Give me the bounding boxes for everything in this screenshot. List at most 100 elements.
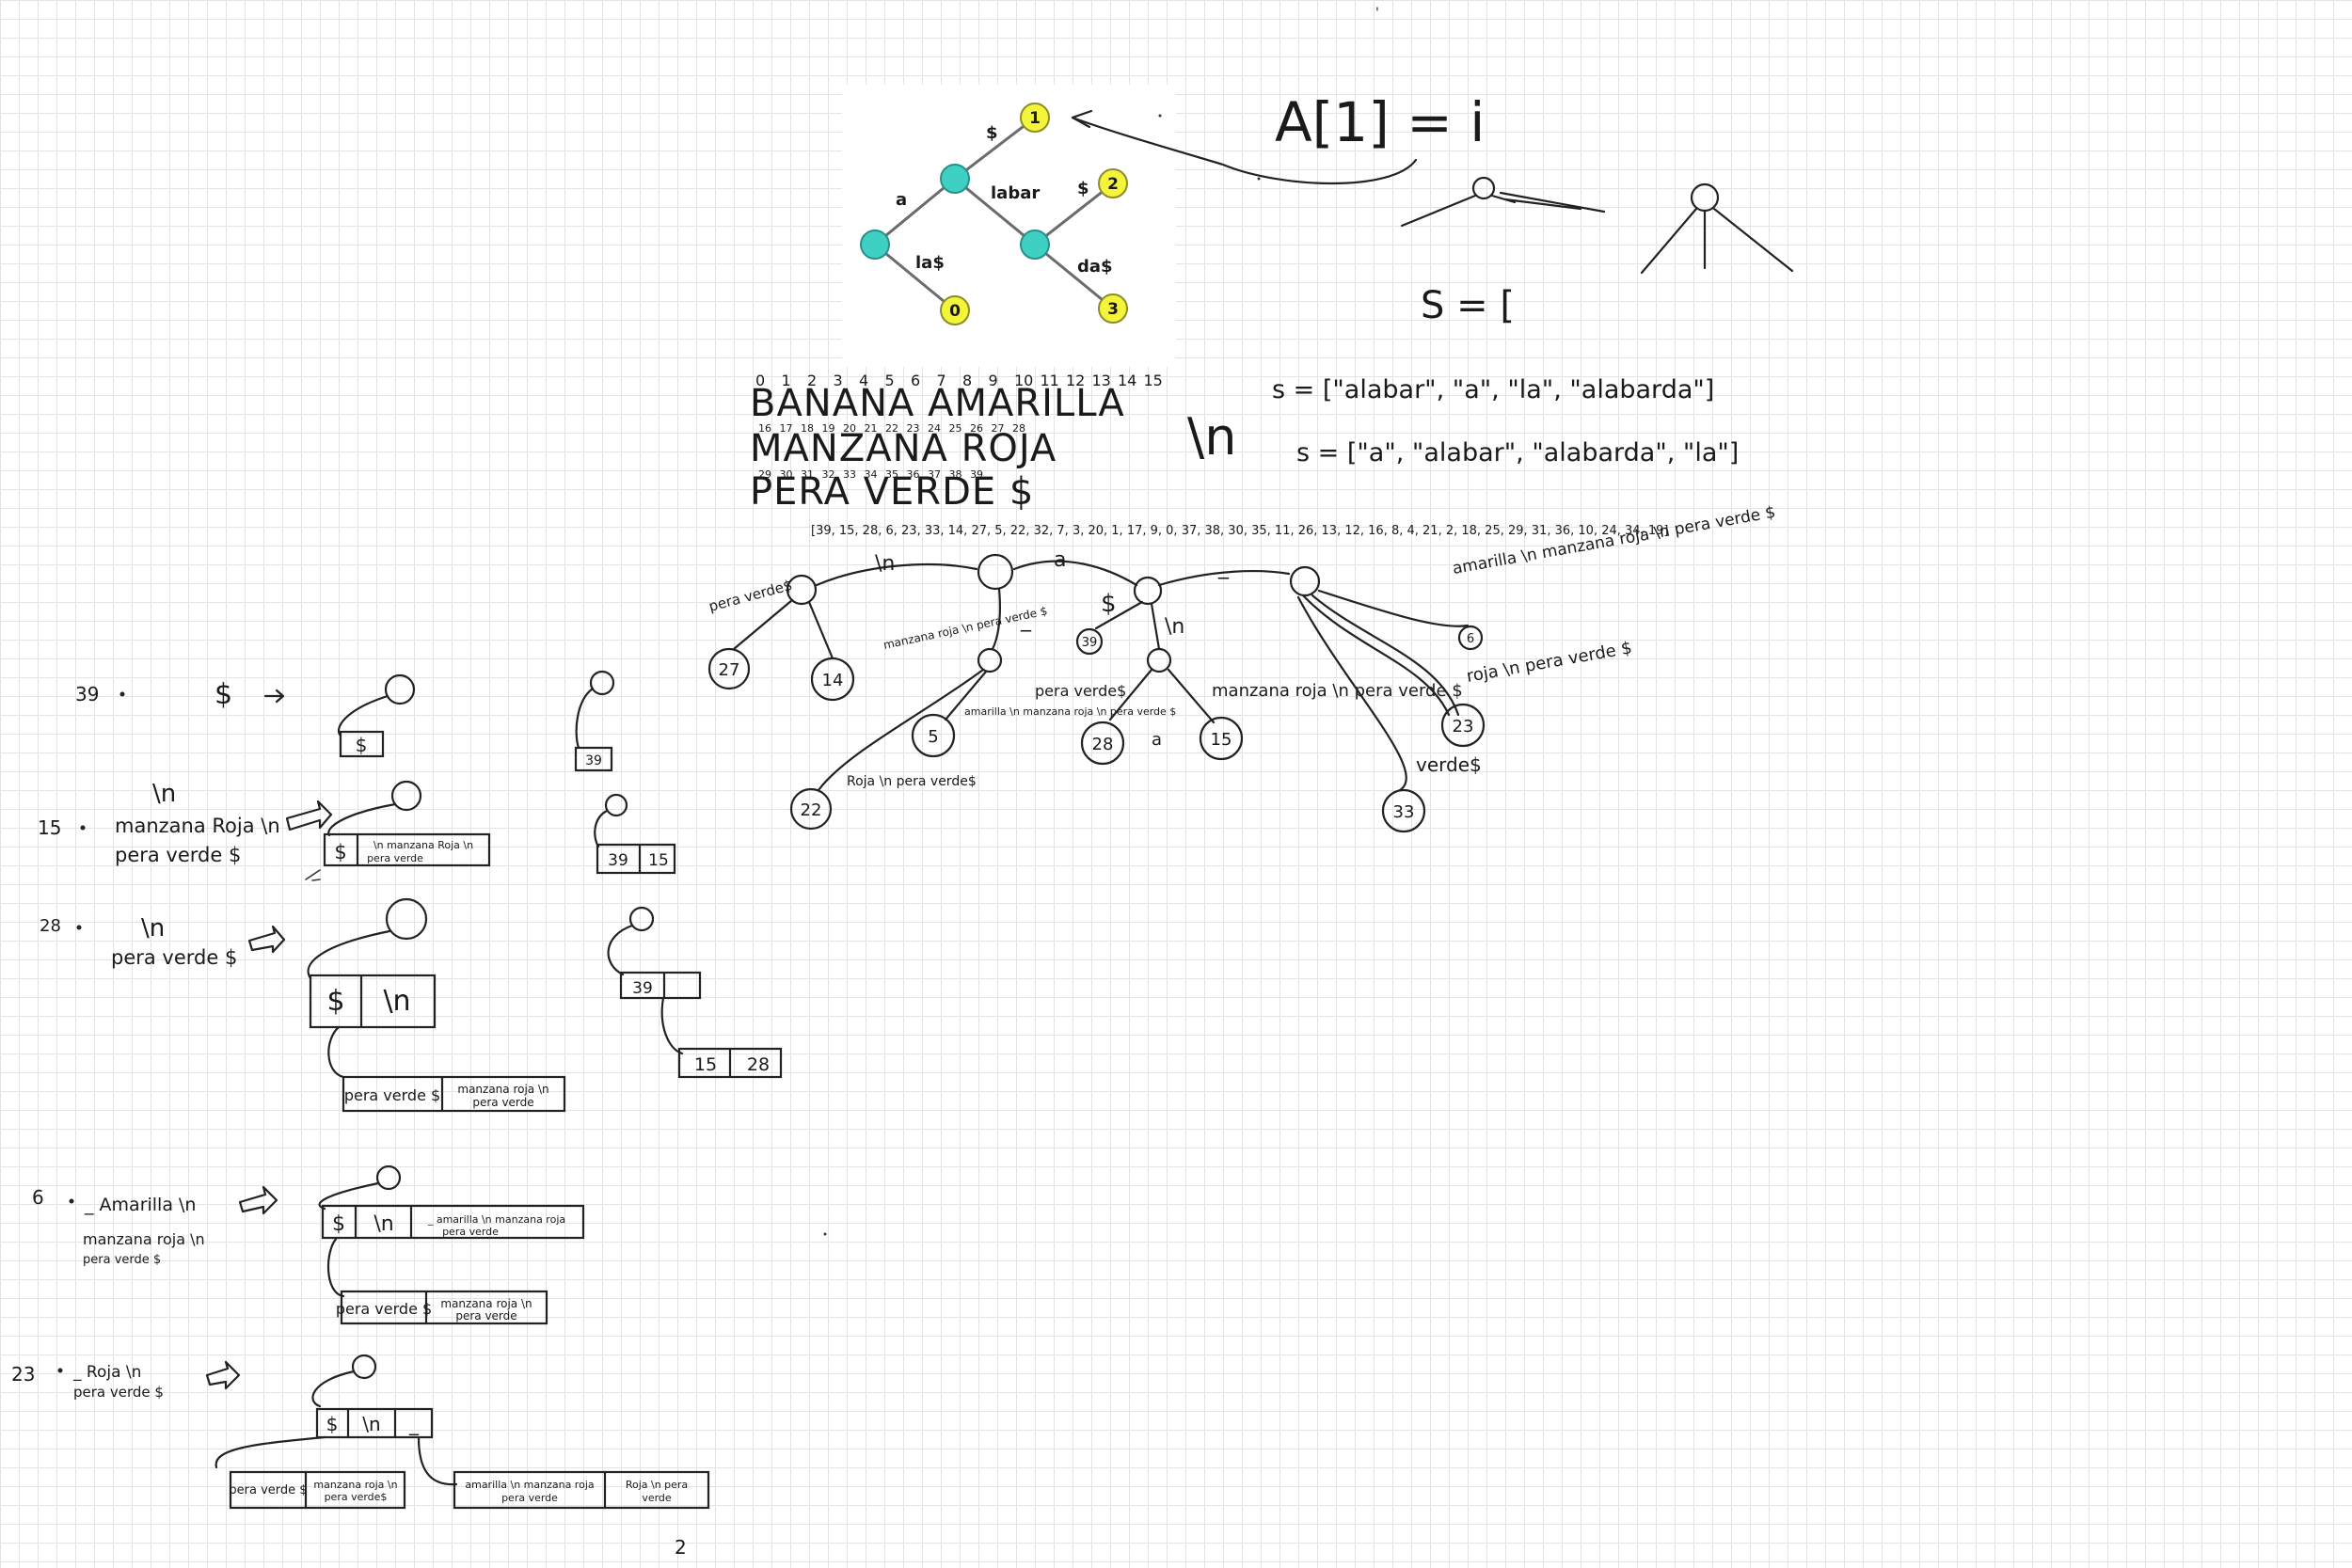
index-label: 16 [758,422,771,435]
edge [874,243,956,312]
step-prefix: \n [141,914,165,942]
trie-node [390,780,422,812]
arrow-icon [285,800,333,832]
list-s2: s = ["a", "alabar", "alabarda", "la"] [1296,438,1739,467]
index-label: 10 [1014,372,1033,389]
tree-edge [307,929,391,980]
sketch-node-right [1640,182,1794,275]
trie-node [384,673,416,705]
arrow-icon [205,1360,241,1390]
trie-node [628,906,655,932]
tree-edge [944,670,988,721]
index-label: 23 [907,422,920,435]
tree-edge [1012,560,1138,587]
dot [823,1232,827,1236]
index-label: 28 [1012,422,1025,435]
trie-node [375,1164,402,1191]
index-label: 38 [949,468,962,481]
tree-edge [311,1370,356,1408]
arrow-icon [247,925,286,954]
index-label: 29 [758,468,771,481]
tree-edge [327,802,397,837]
edge-label: $ [1077,179,1089,198]
dot [1158,114,1162,118]
box-cell: pera verde [501,1492,558,1504]
node-box [453,1470,710,1510]
leaf-node [1098,293,1128,324]
leaf-label: 28 [1092,735,1114,754]
node-box [596,843,676,875]
array-equation: A[1] = i [1275,90,1485,154]
edge-label: _ [1020,609,1032,632]
step-prefix: \n [152,780,176,808]
index-label: 12 [1066,372,1085,389]
box-cell: $ [332,1212,345,1236]
list-s1: s = ["alabar", "a", "la", "alabarda"] [1272,375,1714,404]
tree-edge [1311,594,1460,717]
page-mark: 2 [675,1536,687,1559]
index-label: 25 [949,422,962,435]
tree-edge [732,598,794,651]
tree-edge [1108,668,1153,721]
leaf-label: 5 [928,727,938,747]
tree-node [977,647,1003,673]
leaf-label: 3 [1107,300,1119,319]
box-cell: \n [383,985,410,1018]
index-label: 22 [885,422,898,435]
internal-node [1020,230,1050,260]
index-label: 30 [780,468,793,481]
arrow-icon [263,689,285,704]
edge-label: _ [1217,556,1230,579]
leaf-label: 33 [1393,802,1415,822]
leaf-label: 0 [949,302,961,321]
tree-edge [215,1435,326,1469]
box-cell: pera verde [442,1226,499,1238]
box-cell: manzana roja \n [457,1083,548,1096]
index-label: 35 [885,468,898,481]
step-text-2: pera verde $ [115,844,241,866]
node-box [342,1075,566,1113]
step-index: 15 [38,816,61,839]
edge-label: verde$ [1416,753,1482,776]
index-label: 20 [843,422,856,435]
index-label: 27 [992,422,1005,435]
box-cell: 28 [747,1054,770,1075]
edge-label: a [1152,730,1162,750]
tree-node [1289,565,1321,597]
index-label: 11 [1041,372,1059,389]
index-label: 39 [970,468,983,481]
index-label: 21 [865,422,878,435]
tree-edge [1296,595,1407,792]
leaf-node [1199,716,1244,761]
node-box [315,1407,434,1439]
dot [1257,177,1261,181]
index-label: 2 [807,372,817,389]
index-label: 34 [865,468,878,481]
step-6: 6 _ Amarilla \n manzana roja \n pera ver… [32,1164,585,1325]
edge-label: manzana roja \n pera verde $ [1212,681,1463,701]
bullet [119,691,125,697]
box-cell: \n [362,1413,380,1435]
index-label: 14 [1118,372,1136,389]
index-label: 17 [780,422,793,435]
edge-label: amarilla \n manzana roja \n pera verde $ [964,705,1176,718]
internal-node [860,230,890,260]
tree-edge [326,1236,345,1298]
leaf-label: 2 [1107,175,1119,194]
node-box [229,1470,406,1510]
index-label: 6 [911,372,920,389]
index-label: 19 [822,422,835,435]
index-label: 18 [801,422,814,435]
box-cell: pera verde$ [325,1491,388,1503]
box-cell: 39 [632,979,653,998]
tree-edge [575,687,595,750]
box-cell: manzana roja \n [440,1297,532,1310]
leaf-node [1080,721,1125,766]
tree-edge [327,1025,345,1079]
edge-label: la$ [915,253,945,273]
box-cell: pera verde $ [344,1086,440,1104]
image-background [842,85,1176,367]
tree-edge [1167,668,1216,724]
trie-node [351,1354,377,1380]
